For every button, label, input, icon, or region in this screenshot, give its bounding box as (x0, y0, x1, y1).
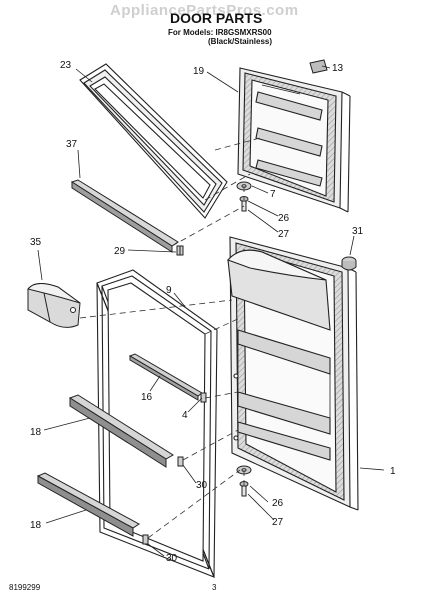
finish-line: (Black/Stainless) (208, 37, 273, 46)
callout-9: 9 (166, 285, 172, 296)
callout-4: 4 (182, 410, 188, 421)
callout-27b: 27 (272, 517, 284, 528)
callout-13: 13 (332, 63, 344, 74)
callout-23: 23 (60, 60, 72, 71)
callout-16: 16 (141, 392, 153, 403)
callout-labels: 23 19 13 37 7 26 27 35 29 31 9 16 4 18 3… (30, 60, 396, 564)
callout-27a: 27 (278, 229, 290, 240)
callout-7: 7 (270, 189, 276, 200)
page-title: DOOR PARTS (170, 10, 263, 26)
clip-30-lower (142, 534, 149, 545)
callout-26a: 26 (278, 213, 290, 224)
fresh-food-gasket (96, 269, 218, 578)
callout-26b: 26 (272, 498, 284, 509)
callout-1: 1 (390, 466, 396, 477)
callout-37: 37 (66, 139, 78, 150)
callout-19: 19 (193, 66, 205, 77)
assembly-lines (79, 137, 261, 539)
leader-lines (37, 65, 385, 557)
fresh-food-door (227, 236, 359, 511)
model-line: For Models: IR8GSMXRS00 (168, 28, 272, 37)
clip-29 (176, 245, 184, 256)
callout-18a: 18 (30, 427, 42, 438)
freezer-gasket (79, 63, 228, 219)
callout-30a: 30 (196, 480, 208, 491)
page-number: 3 (212, 583, 217, 592)
callout-35: 35 (30, 237, 42, 248)
freezer-door (237, 67, 351, 213)
nameplate (309, 59, 328, 74)
document-number: 8199299 (9, 583, 41, 592)
clip-30-upper (177, 456, 184, 467)
door-bar-upper (68, 394, 174, 468)
door-bar-lower (36, 472, 140, 537)
callout-31: 31 (352, 226, 364, 237)
dairy-door (27, 283, 81, 328)
callout-30b: 30 (166, 553, 178, 564)
callout-29: 29 (114, 246, 126, 257)
cap-31 (341, 256, 357, 271)
clip-4 (200, 392, 207, 403)
freezer-bottom-trim (70, 179, 179, 253)
shelf-trim-16 (128, 353, 203, 401)
callout-18b: 18 (30, 520, 42, 531)
watermark: AppliancePartsPros.com (110, 2, 299, 19)
